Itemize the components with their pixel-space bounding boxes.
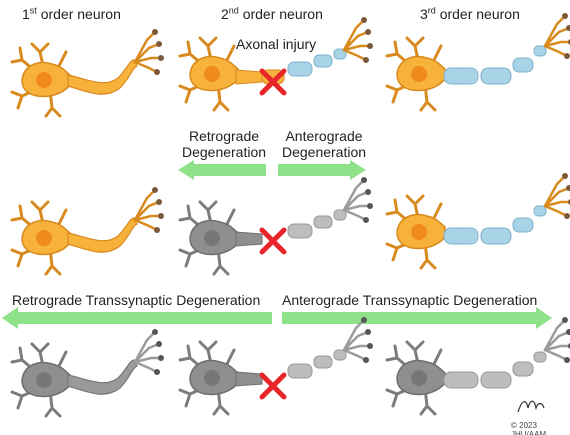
title-2nd-order-neuron: 2nd order neuron [221,5,323,22]
axonal-injury-mark-row2 [262,230,284,252]
retrograde-transsynaptic-arrow [2,307,272,329]
neuron-2nd-row3-degenerated [178,315,375,416]
axonal-injury-mark-row3 [262,375,284,397]
title-3rd-order-neuron: 3rd order neuron [420,5,520,22]
neuron-3rd-row2 [385,171,570,270]
anterograde-arrow [278,160,366,180]
neuron-1st-row1 [10,27,166,118]
neuron-2nd-row2-degenerating [178,175,375,276]
neuron-1st-row2 [10,185,166,276]
neuron-3rd-row1 [385,11,570,112]
title-1st-order-neuron: 1st order neuron [22,5,121,22]
copyright-text: © 2023 JHU/AAM [511,421,547,435]
retrograde-arrow [178,160,266,180]
axonal-injury-label: Axonal injury [236,36,317,52]
anterograde-transsynaptic-label: Anterograde Transsynaptic Degeneration [282,292,538,308]
neuron-1st-row3-degenerated [10,327,166,418]
anterograde-transsynaptic-arrow [282,307,552,329]
artist-signature [517,400,545,413]
retrograde-transsynaptic-label: Retrograde Transsynaptic Degeneration [12,292,261,308]
neuron-2nd-row1 [178,15,375,112]
neuron-3rd-row3-degenerated [385,315,570,416]
